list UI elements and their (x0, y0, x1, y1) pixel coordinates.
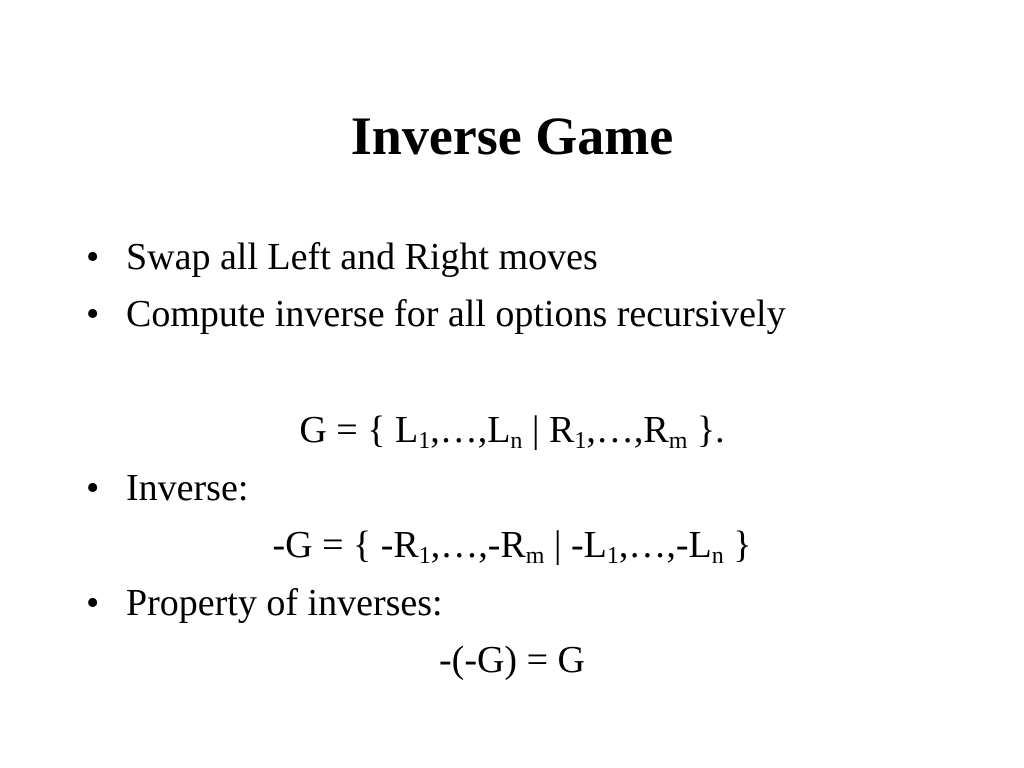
bullet-text: Property of inverses: (126, 582, 443, 624)
subscript: 1 (418, 543, 431, 569)
subscript: n (510, 428, 523, 454)
formula-text: G = { L (299, 409, 419, 451)
formula-text: ,…,R (586, 409, 669, 451)
formula-text: } (723, 524, 752, 566)
formula-text: | -L (544, 524, 607, 566)
bullet-icon: • (86, 236, 100, 278)
inverse-property-formula: -(-G) = G (439, 639, 585, 681)
inverse-formula: -G = { -R1,…,-Rm | -L1,…,-Ln } (0, 522, 1024, 568)
bullet-text: Swap all Left and Right moves (126, 236, 598, 278)
formula-text: ,…,-L (618, 524, 712, 566)
subscript: 1 (606, 543, 619, 569)
bullet-icon: • (86, 582, 100, 624)
bullet-item: • Property of inverses: (86, 580, 443, 626)
subscript: 1 (574, 428, 587, 454)
subscript: n (711, 543, 724, 569)
subscript: 1 (418, 428, 431, 454)
bullet-text: Compute inverse for all options recursiv… (126, 293, 786, 335)
formula-text: -G = { -R (272, 524, 419, 566)
bullet-icon: • (86, 467, 100, 509)
game-definition-formula: G = { L1,…,Ln | R1,…,Rm }. (0, 407, 1024, 453)
slide-title: Inverse Game (350, 106, 674, 166)
formula-text: ,…,L (430, 409, 511, 451)
formula-text: }. (687, 409, 725, 451)
bullet-item: • Inverse: (86, 465, 248, 511)
formula-text: | R (522, 409, 575, 451)
bullet-item: • Compute inverse for all options recursi… (86, 291, 786, 337)
bullet-text: Inverse: (126, 467, 249, 509)
bullet-icon: • (86, 293, 100, 335)
subscript: m (668, 428, 688, 454)
formula-text: ,…,-R (430, 524, 526, 566)
subscript: m (525, 543, 545, 569)
bullet-item: • Swap all Left and Right moves (86, 234, 598, 280)
